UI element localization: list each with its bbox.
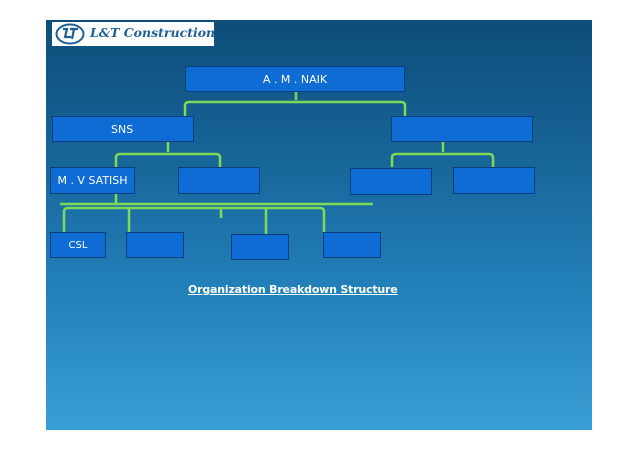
- connector-bottom: [60, 194, 373, 234]
- node-right-level2b: [453, 167, 535, 194]
- org-chart-connectors: [60, 92, 495, 234]
- node-right-level1: [391, 116, 533, 142]
- node-left-level2b: [178, 167, 260, 194]
- connector-right: [390, 142, 495, 167]
- company-logo: L&T Construction: [52, 22, 216, 46]
- node-level3c: [231, 234, 289, 260]
- node-left-level2a: M . V SATISH: [50, 167, 135, 194]
- lt-logo-icon: [55, 23, 85, 45]
- node-left-level1: SNS: [52, 116, 194, 142]
- diagram-caption: Organization Breakdown Structure: [188, 283, 398, 296]
- node-level3b: [126, 232, 184, 258]
- connector-root: [183, 92, 407, 116]
- slide-background: L&T Construction A . M . NAIK SNS M . V …: [46, 20, 592, 430]
- node-right-level2a: [350, 168, 432, 195]
- node-level3a: CSL: [50, 232, 106, 258]
- node-root: A . M . NAIK: [185, 66, 405, 92]
- connector-left: [114, 142, 222, 167]
- node-level3d: [323, 232, 381, 258]
- logo-text: L&T Construction: [90, 25, 216, 40]
